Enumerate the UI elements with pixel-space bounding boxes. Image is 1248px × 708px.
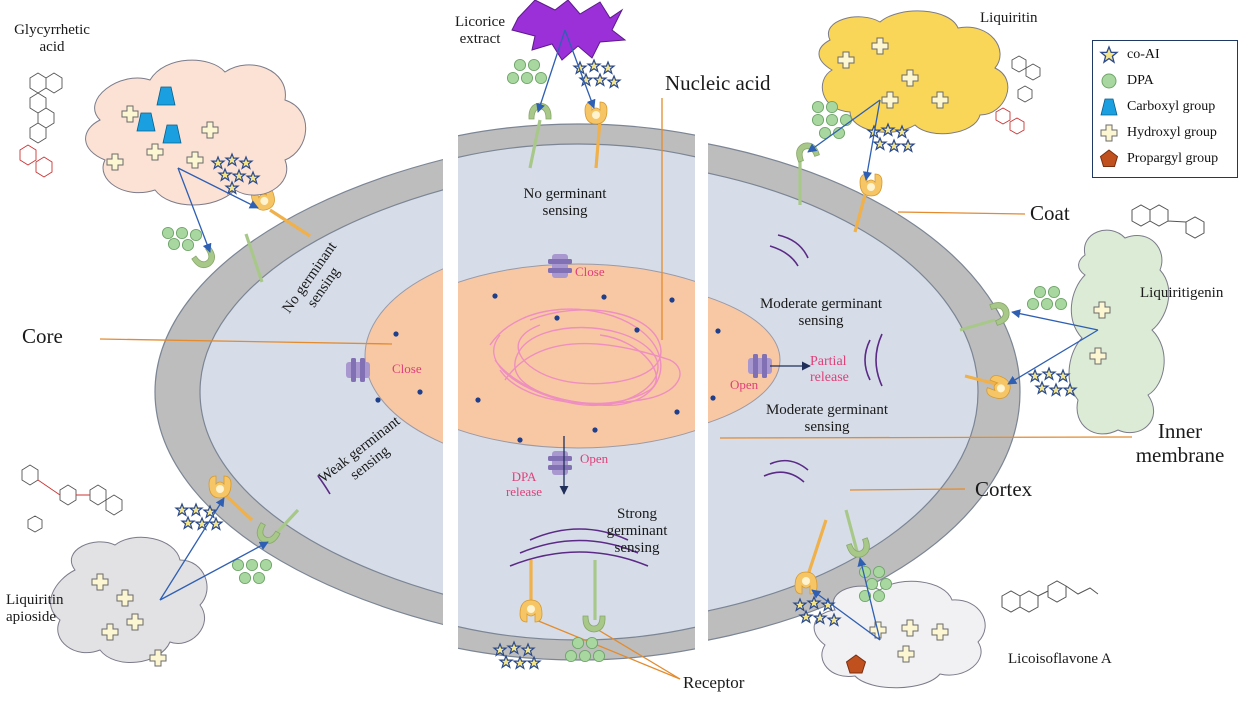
label-mid-channel-close: Close: [575, 264, 605, 279]
middle-spore-panel: [458, 123, 695, 661]
label-nucleic-acid: Nucleic acid: [665, 71, 771, 95]
label-glycyrrhetic-acid: Glycyrrhetic acid: [14, 22, 90, 55]
liquiritigenin-cloud: [1068, 229, 1170, 435]
binding-arrows: [159, 29, 1099, 641]
label-licorice-extract: Licorice extract: [455, 14, 505, 47]
label-liquiritigenin: Liquiritigenin: [1140, 285, 1224, 301]
legend-item-hydroxyl: Hydroxyl group: [1099, 122, 1217, 144]
label-cortex: Cortex: [975, 477, 1033, 501]
label-liquiritin-apioside: Liquiritin apioside: [6, 592, 64, 625]
label-right-channel-open: Open: [730, 377, 759, 392]
label-moderate-germinant-sensing-1: Moderate germinant sensing: [759, 296, 883, 329]
germinant-sensing-arcs: [317, 234, 883, 567]
label-liquiritin: Liquiritin: [980, 10, 1038, 26]
liquiritigenin-structure: [1131, 204, 1205, 239]
core-dpa-dots: [375, 293, 721, 443]
legend-box: co-AI DPA Carboxyl group Hydroxyl group …: [1092, 40, 1238, 178]
star-icon: [1099, 45, 1119, 64]
label-coat: Coat: [1030, 201, 1070, 225]
label-strong-germinant-sensing: Strong germinant sensing: [606, 506, 668, 556]
legend-item-co-ai: co-AI: [1099, 44, 1160, 66]
label-partial-release: Partial release: [810, 354, 849, 385]
apioside-structure: [21, 464, 123, 533]
licoisoflavone-cloud: [813, 580, 986, 689]
label-moderate-germinant-sensing-2: Moderate germinant sensing: [765, 402, 889, 435]
liquiritin-structure: [995, 55, 1041, 135]
right-spore-panel: [708, 143, 1021, 641]
left-spore-panel: [154, 159, 443, 625]
label-mid-channel-open: Open: [580, 451, 609, 466]
glycyrrhetic-structure: [19, 72, 63, 178]
legend-item-propargyl: Propargyl group: [1099, 148, 1218, 170]
legend-item-dpa: DPA: [1099, 70, 1154, 92]
label-dpa-release: DPA release: [505, 469, 543, 499]
legend-item-carboxyl: Carboxyl group: [1099, 96, 1215, 118]
circle-icon: [1101, 73, 1117, 89]
cross-icon: [1100, 124, 1118, 142]
glycyrrhetic-cloud: [85, 59, 307, 206]
licoisoflavone-structure: [1001, 580, 1099, 613]
label-licoisoflavone-a: Licoisoflavone A: [1008, 651, 1112, 667]
receptor-stems: [220, 119, 1001, 620]
trapezoid-icon: [1100, 98, 1118, 116]
nucleic-acid-strands: [489, 308, 681, 406]
label-left-channel-close: Close: [392, 361, 422, 376]
pentagon-icon: [1099, 149, 1119, 167]
label-receptor: Receptor: [683, 673, 745, 692]
leader-lines: [99, 98, 1133, 680]
label-core: Core: [22, 324, 63, 348]
licorice-extract-burst: [511, 0, 627, 61]
label-inner-membrane: Inner membrane: [1135, 419, 1225, 467]
label-mid-no-germinant-sensing: No germinant sensing: [523, 186, 607, 219]
